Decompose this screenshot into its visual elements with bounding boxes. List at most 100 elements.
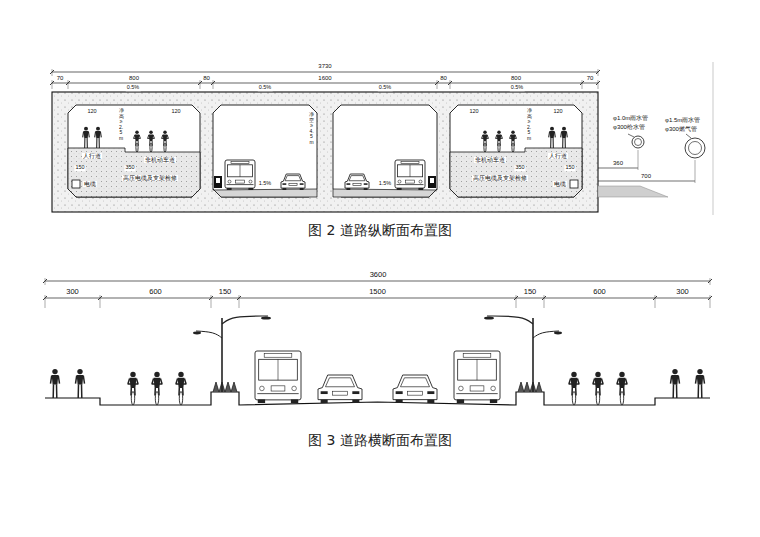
bus-divider [410, 165, 411, 177]
bus-sign [231, 162, 249, 164]
dimension-rule [45, 298, 710, 299]
wheel [418, 188, 423, 190]
limbs [671, 376, 680, 399]
slope-text: 0.5% [258, 85, 273, 91]
extension-line [45, 295, 46, 308]
head [550, 127, 554, 131]
pipe-name: φ1.0m雨水管 [612, 115, 649, 121]
torso [163, 134, 167, 141]
car-light [396, 391, 403, 394]
drain-opening [216, 178, 220, 183]
bus-light [260, 386, 265, 391]
limbs [152, 378, 163, 395]
torso [130, 378, 137, 388]
bus-front [395, 160, 425, 190]
dimension-text: 300 [675, 288, 690, 296]
bus-front [225, 160, 255, 190]
head [154, 372, 159, 377]
slope-text: 1.5% [258, 181, 273, 187]
head [571, 372, 576, 377]
torso [77, 375, 84, 385]
dimension-text: 700 [640, 173, 652, 179]
dimension-text: 350 [124, 165, 135, 171]
bus-sign [401, 162, 419, 164]
pedestrian-figure [51, 369, 60, 398]
limbs [147, 135, 154, 146]
head [163, 130, 167, 134]
limbs [593, 378, 604, 395]
torso [178, 378, 185, 388]
car-windshield [400, 378, 429, 387]
bus-grille [236, 180, 245, 183]
torso [135, 134, 139, 141]
head [672, 369, 677, 374]
extension-line [710, 278, 711, 285]
car-light [321, 391, 328, 394]
limbs [161, 135, 168, 146]
torso [84, 131, 89, 138]
torso [154, 378, 161, 388]
extension-line [598, 80, 599, 89]
pipe-name: φ1.5m雨水管 [664, 117, 701, 123]
car-light [282, 183, 286, 185]
bus-light [419, 180, 422, 183]
bus-grille [470, 386, 484, 391]
note-text: 电缆 [83, 181, 97, 187]
wheel [258, 399, 265, 403]
bus-light [292, 386, 297, 391]
extension-line [544, 295, 545, 308]
dimension-text: 3600 [369, 271, 388, 279]
bus-front [454, 351, 500, 403]
head [619, 372, 624, 377]
bus-sign [264, 354, 292, 358]
cyclist-figure [128, 372, 139, 405]
tunnel-cell [213, 105, 317, 197]
bus-windshield [227, 165, 252, 177]
tunnel-cell [68, 105, 200, 197]
car-light [346, 183, 350, 185]
extension-line [710, 295, 711, 308]
ground-strip [598, 186, 668, 197]
wheel [291, 399, 298, 403]
car-grille [408, 391, 423, 395]
dimension-text: 80 [202, 75, 211, 81]
note-text: 高压电缆及支架检修 [472, 175, 528, 181]
car-grille [333, 391, 348, 395]
slope-text: 0.5% [126, 85, 141, 91]
cable-box [72, 180, 80, 188]
head [149, 130, 153, 134]
torso [483, 134, 487, 141]
utility-deck [68, 148, 200, 197]
torso [149, 134, 153, 141]
torso [511, 134, 515, 141]
dimension-text: 300 [65, 288, 80, 296]
limbs [133, 135, 140, 146]
limbs [128, 378, 139, 395]
limbs [696, 376, 705, 399]
cyclist-figure [161, 130, 168, 152]
dimension-rule [45, 281, 710, 282]
dimension-text: 70 [56, 75, 65, 81]
wheel [300, 188, 304, 190]
limbs [83, 132, 90, 149]
cyclist-figure [481, 130, 488, 152]
cyclist-figure [593, 372, 604, 405]
car-light [300, 183, 304, 185]
dimension-text: 800 [128, 75, 140, 81]
lane-name: 非机动车道 [144, 157, 176, 163]
cyclist-figure [176, 372, 187, 405]
bus-body [255, 351, 301, 400]
head [697, 369, 702, 374]
dimension-rule [598, 168, 695, 181]
wheel [427, 400, 434, 403]
extension-line [45, 278, 46, 285]
cyclist-figure [495, 130, 502, 152]
dimension-line [43, 295, 712, 308]
limbs [549, 132, 556, 149]
shrub-planting [518, 382, 542, 392]
pipe [632, 136, 644, 148]
torso [497, 134, 501, 141]
torso [52, 375, 59, 385]
torso [96, 131, 101, 138]
